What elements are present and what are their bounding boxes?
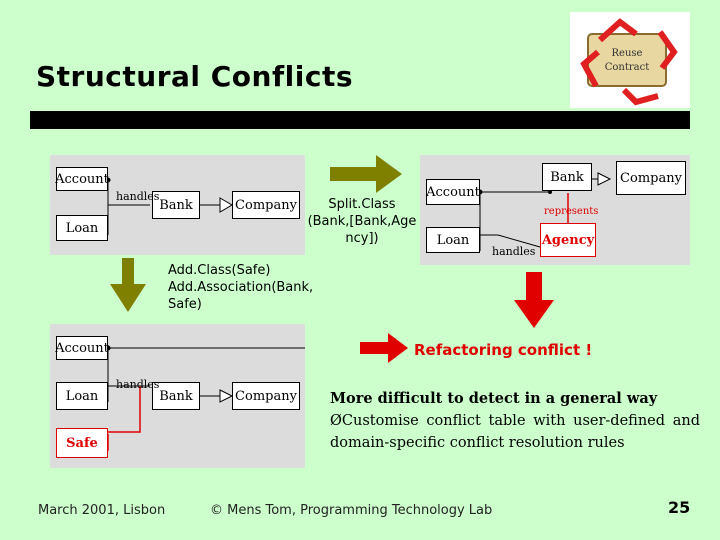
edge-label-handles: handles: [492, 245, 536, 258]
edge-label-handles: handles: [116, 378, 160, 391]
class-loan: Loan: [426, 227, 480, 253]
edge-label-represents: represents: [544, 206, 599, 217]
diagram-original: Account Loan Bank Company handles: [50, 155, 305, 255]
diagram-split: Account Loan Bank Company Agency handles…: [420, 155, 690, 265]
add-operations: Add.Class(Safe) Add.Association(Bank, Sa…: [168, 262, 313, 313]
class-company: Company: [232, 382, 300, 410]
diagram-original-edges: [104, 177, 233, 235]
add-line-2: Add.Association(Bank,: [168, 280, 314, 295]
red-right-arrow-icon: [360, 333, 408, 363]
logo-text-1: Reuse: [612, 48, 643, 59]
split-line-1: Split.Class: [328, 197, 396, 212]
olive-down-arrow-icon: [110, 258, 146, 312]
page-number: 25: [668, 498, 691, 517]
edge-label-handles: handles: [116, 190, 160, 203]
class-loan: Loan: [56, 215, 108, 241]
footer-center: © Mens Tom, Programming Technology Lab: [210, 503, 493, 518]
bullet-arrow-icon: Ø: [330, 413, 342, 429]
diagram-extended: Account Loan Safe Bank Company handles: [50, 324, 305, 468]
split-operation: Split.Class (Bank,[Bank,Age ncy]): [300, 196, 424, 247]
class-company: Company: [616, 161, 686, 195]
body-bullet: ØCustomise conflict table with user-defi…: [330, 410, 700, 454]
conflict-label: Refactoring conflict !: [414, 341, 593, 359]
class-agency: Agency: [540, 223, 596, 257]
class-safe: Safe: [56, 428, 108, 458]
split-line-2: (Bank,[Bank,Age: [307, 214, 417, 229]
class-bank: Bank: [152, 382, 200, 410]
reuse-contract-logo: Reuse Contract: [570, 12, 690, 108]
logo-icon: Reuse Contract: [580, 18, 678, 106]
body-heading: More difficult to detect in a general wa…: [330, 390, 658, 407]
class-account: Account: [55, 167, 109, 191]
slide-title: Structural Conflicts: [36, 60, 354, 93]
olive-right-arrow-icon: [330, 155, 402, 193]
split-line-3: ncy]): [345, 231, 379, 246]
title-underline-bar: [30, 111, 690, 129]
class-account: Account: [426, 179, 480, 205]
add-line-3: Safe): [168, 297, 202, 312]
class-bank: Bank: [542, 163, 592, 191]
red-down-arrow-icon: [514, 272, 554, 328]
class-company: Company: [232, 191, 300, 219]
logo-text-2: Contract: [605, 62, 650, 73]
class-bank: Bank: [152, 191, 200, 219]
add-line-1: Add.Class(Safe): [168, 263, 271, 278]
body-text: More difficult to detect in a general wa…: [330, 388, 700, 454]
footer-left: March 2001, Lisbon: [38, 503, 166, 518]
class-loan: Loan: [56, 382, 108, 410]
class-account: Account: [55, 336, 109, 360]
bullet-text: Customise conflict table with user-defin…: [330, 413, 700, 451]
